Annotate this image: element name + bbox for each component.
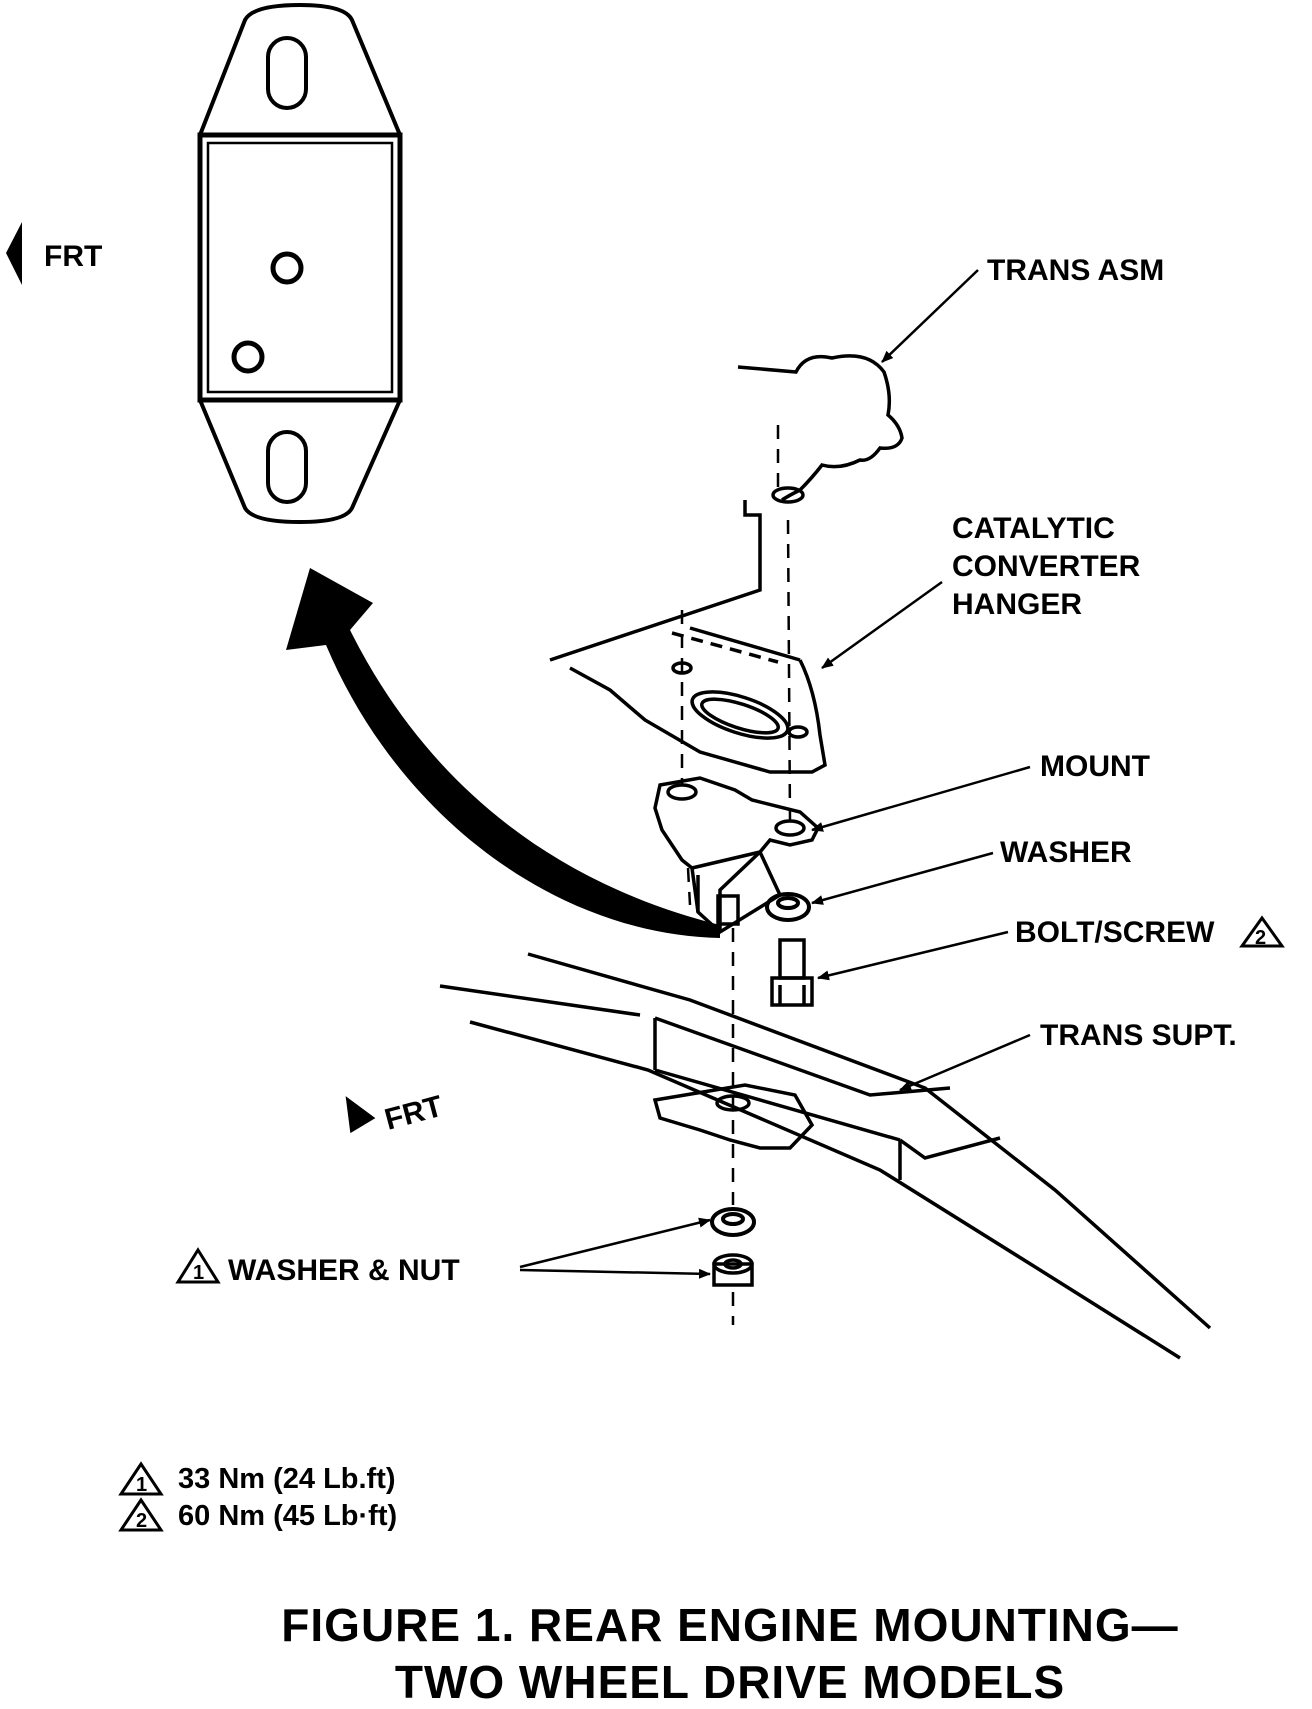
lower-washer-drawing	[710, 1207, 756, 1237]
torque-marker-one-text: 1	[193, 1262, 204, 1284]
figure-caption-line1: FIGURE 1. REAR ENGINE MOUNTING—	[281, 1599, 1178, 1651]
catalytic-label-line3: HANGER	[952, 588, 1082, 621]
front-arrow-top: FRT	[6, 222, 102, 285]
mount-detail-view	[197, 2, 403, 525]
torque-spec-row-2: 2 60 Nm (45 Lb·ft)	[118, 1497, 397, 1532]
mount-label: MOUNT	[1040, 750, 1150, 783]
catalytic-label-line2: CONVERTER	[952, 550, 1141, 583]
mount-detail-slot-bottom	[266, 430, 308, 504]
catalytic-converter-hanger-drawing	[549, 500, 827, 774]
front-arrow-lower: FRT	[345, 1090, 446, 1137]
trans-asm-label: TRANS ASM	[987, 254, 1164, 287]
leader-lines	[519, 269, 1031, 1279]
torque-marker-one-callout: 1	[175, 1247, 221, 1284]
mount-detail-locator	[231, 340, 265, 374]
trans-asm-drawing	[737, 354, 904, 504]
bolt-screw-drawing	[770, 938, 814, 1007]
washer-label: WASHER	[1000, 836, 1132, 869]
mount-detail-pad	[197, 132, 403, 403]
torque-marker-two-callout: 2	[1239, 915, 1285, 949]
torque-marker-two-text: 2	[1255, 927, 1266, 949]
front-label-top: FRT	[44, 240, 102, 273]
hanger-slot	[690, 690, 790, 740]
torque-spec-legend: 1 33 Nm (24 Lb.ft) 2 60 Nm (45 Lb·ft)	[118, 1461, 397, 1532]
trans-support-drawing	[439, 952, 1212, 1360]
washer-nut-label: WASHER & NUT	[228, 1254, 460, 1287]
assembly-centerlines	[680, 425, 792, 1325]
curved-arrow-icon	[286, 568, 720, 938]
trans-supt-label: TRANS SUPT.	[1040, 1019, 1237, 1052]
front-arrow-icon	[6, 222, 22, 285]
torque-spec-row-1: 1 33 Nm (24 Lb.ft)	[118, 1461, 396, 1496]
hanger-slot-inner	[700, 697, 780, 735]
figure-caption-line2: TWO WHEEL DRIVE MODELS	[395, 1656, 1065, 1704]
mount-detail-stud	[270, 251, 304, 285]
washer-drawing	[765, 892, 811, 922]
front-label-lower: FRT	[381, 1090, 446, 1137]
front-arrow-lower-icon	[345, 1096, 376, 1134]
torque-spec-2: 60 Nm (45 Lb·ft)	[178, 1500, 397, 1532]
svg-text:2: 2	[136, 1510, 147, 1532]
bolt-screw-label: BOLT/SCREW	[1015, 916, 1215, 949]
catalytic-label-line1: CATALYTIC	[952, 512, 1115, 545]
lower-nut-drawing	[712, 1253, 754, 1287]
torque-spec-1: 33 Nm (24 Lb.ft)	[178, 1463, 396, 1495]
svg-text:1: 1	[136, 1474, 147, 1496]
mount-detail-slot-top	[266, 36, 308, 110]
